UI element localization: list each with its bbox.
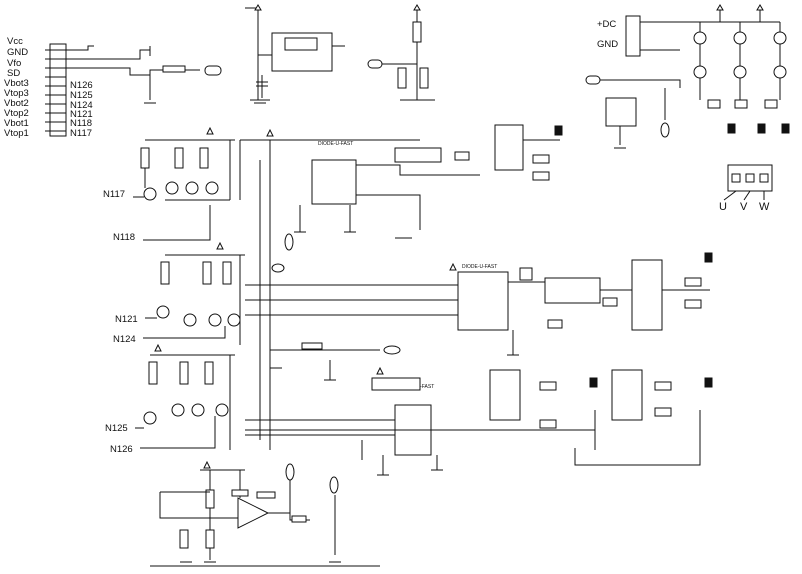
net-label-n121-driver: N121 (115, 314, 138, 325)
pin-label-vbot2: Vbot2 (4, 98, 29, 109)
power-stage: +DC GND (585, 8, 790, 145)
igbt-low-side (693, 44, 787, 100)
pin-label-vfo: Vfo (7, 58, 21, 69)
driver-stage-3: N125 N126 (105, 354, 235, 455)
net-label-n118: N118 (70, 118, 92, 129)
output-driver-low-b (611, 369, 643, 421)
optocoupler-top: DIODE-U-FAST (239, 124, 563, 450)
ic-label-mid: DIODE-U-FAST (462, 264, 497, 270)
optocoupler-top-body (311, 159, 357, 205)
output-driver-mid (631, 259, 663, 331)
pin-label-gnd: GND (7, 47, 28, 58)
net-label-n118-driver: N118 (113, 232, 135, 243)
output-driver-top (494, 124, 524, 171)
net-label-n124-driver: N124 (113, 334, 136, 345)
net-label-n126: N126 (70, 80, 93, 91)
output-label-u: U (719, 201, 727, 213)
net-label-n125-driver: N125 (105, 423, 128, 434)
pin-label-vbot1: Vbot1 (4, 118, 29, 129)
pin-label-vtop1: Vtop1 (4, 128, 29, 139)
connector-pins (45, 49, 66, 132)
net-label-n117: N117 (70, 128, 92, 139)
regulator-block (245, 7, 345, 104)
dc-connector (625, 15, 641, 57)
top-aux-block (367, 8, 435, 101)
output-label-v: V (740, 201, 748, 213)
dc-plus-label: +DC (597, 19, 616, 30)
net-label-n124: N124 (70, 100, 93, 111)
igbt-high-side (693, 22, 787, 45)
ic-label-top: DIODE-U-FAST (318, 141, 353, 147)
net-label-n117-driver: N117 (103, 189, 125, 200)
driver-stage-2: N121 N124 (113, 254, 285, 345)
pin-label-vtop3: Vtop3 (4, 88, 29, 99)
pin-label-sd: SD (7, 68, 20, 79)
net-label-n125: N125 (70, 90, 93, 101)
pin-label-vcc: Vcc (7, 36, 23, 47)
pin-label-vtop2: Vtop2 (4, 108, 29, 119)
optocoupler-mid: DIODE-U-FAST (245, 252, 713, 380)
opamp-section (150, 463, 380, 567)
supply-symbols (154, 4, 764, 469)
output-label-w: W (759, 201, 770, 213)
net-label-n121: N121 (70, 109, 93, 120)
dual-driver: DIODE-U-FAST (245, 369, 713, 475)
left-connector: Vcc GND Vfo SD Vbot3 Vtop3 Vbot2 Vtop2 V… (4, 36, 222, 139)
driver-stage-1: N117 N118 (103, 139, 235, 243)
net-label-n126-driver: N126 (110, 444, 133, 455)
motor-output: U V W (719, 164, 773, 213)
gnd-label: GND (597, 39, 618, 50)
ground-symbols (144, 102, 626, 563)
optocoupler-mid-body (457, 271, 509, 331)
mid-filter-box (544, 277, 601, 304)
pin-label-vbot3: Vbot3 (4, 78, 29, 89)
output-driver-low-a (489, 369, 521, 421)
opamp-symbol (237, 497, 270, 529)
